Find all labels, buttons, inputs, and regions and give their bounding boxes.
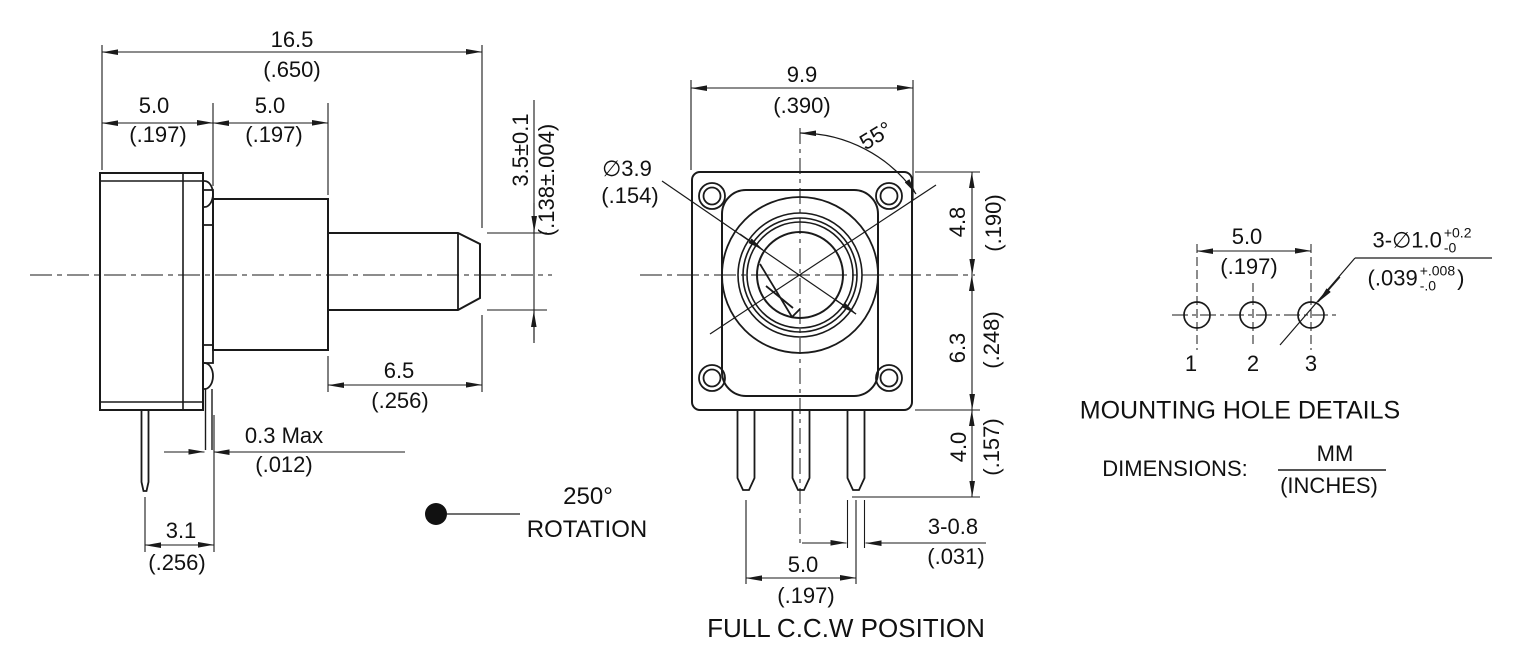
dim-pin-width-mm: 3-0.8 xyxy=(927,514,979,539)
side-view xyxy=(30,45,552,552)
hole-1 xyxy=(1183,301,1211,329)
rotation-angle: 250° xyxy=(563,483,613,510)
hole-spec-leader xyxy=(1279,257,1356,346)
units-mm: MM xyxy=(1316,441,1354,466)
dim-width-mm: 9.9 xyxy=(786,62,818,87)
dim-upper-in: (.190) xyxy=(981,194,1006,252)
front-shaft-dia-mm: ∅3.9 xyxy=(602,156,652,181)
dim-bushing-depth-in: (.197) xyxy=(245,122,303,147)
hole-2 xyxy=(1239,301,1267,329)
front-pins xyxy=(736,410,866,491)
front-view-dimensions xyxy=(690,80,986,584)
pin-label-2: 2 xyxy=(1246,351,1260,376)
dim-width-in: (.390) xyxy=(773,93,831,118)
dim-lower-mm: 6.3 xyxy=(945,332,970,364)
dim-clip-gap-mm: 0.3 Max xyxy=(244,423,324,448)
rotation-arc xyxy=(799,130,917,195)
side-view-dimensions xyxy=(101,45,547,552)
dim-body-depth-mm: 5.0 xyxy=(138,93,170,118)
dim-pin-spacing-mm: 5.0 xyxy=(787,552,819,577)
dim-total-length-in: (.650) xyxy=(263,57,321,82)
dim-clip-gap-in: (.012) xyxy=(255,452,313,477)
dim-pin-setback-mm: 3.1 xyxy=(165,518,197,543)
dim-pin-length-mm: 4.0 xyxy=(946,431,971,463)
dim-pin-length-in: (.157) xyxy=(979,418,1004,476)
dim-shaft-dia-in: (.138±.004) xyxy=(534,123,559,237)
dim-shaft-length-in: (.256) xyxy=(371,388,429,413)
dim-upper-mm: 4.8 xyxy=(945,206,970,238)
dim-lower-in: (.248) xyxy=(979,311,1004,369)
dim-pin-setback-in: (.256) xyxy=(148,550,206,575)
hole-spec-inch: (.039 +.008 -.0 ) xyxy=(1368,263,1465,292)
dim-pin-width-in: (.031) xyxy=(927,544,985,569)
dim-total-length-mm: 16.5 xyxy=(270,27,314,52)
mounting-detail-title: MOUNTING HOLE DETAILS xyxy=(1079,396,1401,425)
hole-spec-mm-tolerance: +0.2 -0 xyxy=(1443,224,1472,255)
hole-spec-mm: 3-∅1.0 +0.2 -0 xyxy=(1373,225,1472,254)
dimensions-label: DIMENSIONS: xyxy=(1102,456,1248,481)
hole-spec-inch-close: ) xyxy=(1457,265,1465,290)
dim-pin-spacing-in: (.197) xyxy=(777,583,835,608)
hole-spec-mm-main: 3-∅1.0 xyxy=(1372,227,1442,252)
front-view xyxy=(640,80,986,584)
hole-3 xyxy=(1297,301,1325,329)
dim-bushing-depth-mm: 5.0 xyxy=(254,93,286,118)
dim-shaft-length-mm: 6.5 xyxy=(383,358,415,383)
hole-spacing-in: (.197) xyxy=(1220,254,1278,279)
hole-spec-inch-tolerance: +.008 -.0 xyxy=(1419,262,1456,293)
ccw-position-line xyxy=(709,184,937,335)
units-inches: (INCHES) xyxy=(1280,473,1378,498)
hole-spacing-mm: 5.0 xyxy=(1231,224,1263,249)
rotation-dot xyxy=(425,503,447,525)
dim-shaft-dia-mm: 3.5±0.1 xyxy=(508,113,533,187)
pin-label-1: 1 xyxy=(1184,351,1198,376)
pin-label-3: 3 xyxy=(1304,351,1318,376)
rotation-label: ROTATION xyxy=(526,516,648,543)
dim-body-depth-in: (.197) xyxy=(129,122,187,147)
hole-spec-inch-main: (.039 xyxy=(1367,265,1418,290)
mounting-hole-detail xyxy=(1172,244,1492,471)
front-shaft-dia-in: (.154) xyxy=(601,183,659,208)
front-view-caption: FULL C.C.W POSITION xyxy=(707,613,985,643)
